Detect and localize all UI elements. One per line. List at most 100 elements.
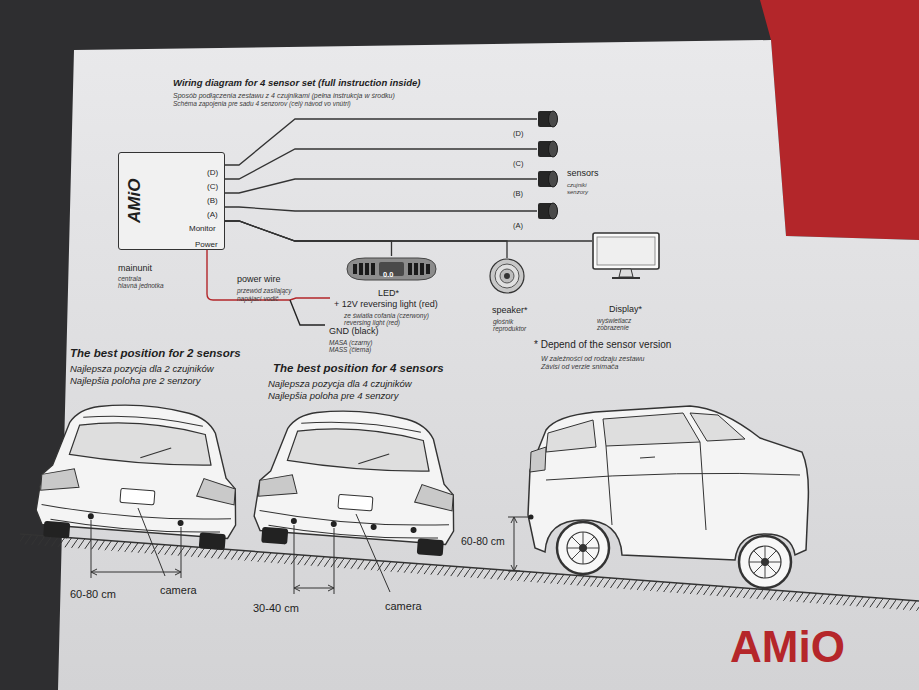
brand-logo-holder: AMiO (125, 179, 145, 223)
display-monitor-shape-part (612, 277, 640, 279)
wire-label-holder: power wire (237, 268, 281, 286)
subtitle-holder: Sposób podłączenia zestawu z 4 czujnikam… (173, 84, 395, 102)
display-monitor-shape (592, 232, 660, 280)
main-unit: AMiO(D)(C)(B)(A)MonitorPowermainunitcent… (118, 152, 225, 250)
subtitle-holder: Schéma zapojenia pre sadu 4 senzorov (ce… (173, 92, 351, 110)
section-subheading-holder: Najlepsza pozycja dla 2 czujników (70, 358, 214, 376)
black-ground-wire (290, 300, 325, 325)
parking-sensor-shape-part (549, 141, 558, 157)
footnote-holder: W zależności od rodzaju zestawu (541, 347, 645, 365)
brand-logo: AMiO (730, 622, 845, 671)
diagram-title-holder: Wiring diagram for 4 sensor set (full in… (173, 72, 420, 90)
dimension-holder: 60-80 cm (461, 531, 505, 549)
dimension-holder: 30-40 cm (253, 598, 299, 616)
sensor-letter-holder: (A) (513, 214, 523, 232)
wire (225, 221, 507, 258)
port-label-holder: (B) (207, 189, 218, 207)
parking-sensor-shape-part (549, 111, 558, 127)
callout-label: camera (160, 584, 197, 596)
section-subheading-holder: Najlepsza pozycja dla 4 czujników (268, 373, 412, 391)
footnote: W zależności od rodzaju zestawu (541, 355, 645, 362)
port-label-holder: Monitor (189, 217, 216, 235)
sensor-letter-holder: (D) (513, 122, 523, 140)
rear-car-copy (34, 398, 244, 551)
side-view-car-part (579, 544, 587, 552)
side-view-car-part (739, 536, 791, 588)
sensor-letter: (C) (513, 159, 523, 168)
wire-label: napájací vodič (237, 295, 279, 302)
parking-sensor-shape (537, 138, 559, 160)
speaker-shape-part (500, 269, 514, 283)
diagram-title: Wiring diagram for 4 sensor set (full in… (173, 77, 420, 88)
port-label-holder: (C) (207, 175, 218, 193)
led-display-shape-part (359, 263, 363, 275)
footnote: * Depend of the sensor version (534, 339, 671, 350)
display-monitor-shape-part (597, 237, 655, 265)
side-view-car-part (529, 515, 534, 520)
port-label-holder: Power (195, 233, 218, 251)
led-display-shape-part (365, 263, 369, 275)
parking-sensor: (A) (537, 200, 559, 222)
section-subheading-holder: Najlepšia poloha pre 2 senzory (70, 370, 200, 388)
side-view-car-part (530, 447, 546, 472)
dimension: 60-80 cm (70, 588, 116, 600)
device-label-holder: reproduktor (493, 317, 526, 335)
group-label-holder: senzory (567, 180, 588, 198)
red-box-side (760, 0, 919, 240)
group-label: czujniki (567, 182, 587, 188)
group-label: sensors (567, 168, 599, 178)
sensor-dot (88, 513, 94, 519)
sensor-letter: (B) (513, 189, 523, 198)
sensor-letter-holder: (B) (513, 182, 523, 200)
speaker-shape-part (495, 264, 519, 288)
parking-sensor: (D) (537, 108, 559, 130)
display-monitor: Display*wyświetlaczzobrazenie (592, 232, 660, 280)
subtitle: Sposób podłączenia zestawu z 4 czujnikam… (173, 92, 395, 99)
sensor-dot (291, 518, 297, 524)
callout-label-holder: camera (385, 596, 422, 614)
dimension-holder: 60-80 cm (70, 584, 116, 602)
side-view-car-part (690, 413, 745, 441)
parking-sensor-shape (537, 200, 559, 222)
section-subheading: Najlepšia poloha pre 2 senzory (70, 375, 200, 386)
dimension-lines (91, 508, 528, 594)
speaker: speaker*głośnikreproduktor (489, 258, 525, 294)
led-display-shape-part (426, 264, 430, 274)
side-view-car-part (567, 532, 599, 564)
wire-label-holder: przewód zasilający (237, 279, 292, 297)
parking-sensor: (C) (537, 138, 559, 160)
wire-label: ze światła cofania (czerwony) (344, 312, 429, 319)
side-view-car-part (546, 420, 596, 452)
wire (225, 207, 537, 211)
sensor-dot (177, 520, 183, 526)
device-label-holder: LED* (378, 282, 399, 300)
parking-sensor-shape (537, 168, 559, 190)
led-display-shape-part (347, 258, 436, 280)
sensor-letter: (A) (513, 221, 523, 230)
parking-sensor-shape-part (549, 203, 558, 219)
display-monitor-shape-part (619, 269, 633, 277)
footnote-holder: Závisí od verzie snímača (541, 355, 618, 373)
wire-label-holder: GND (black) (329, 320, 379, 338)
dimension-lines-part (356, 514, 390, 592)
brand-logo-holder: AMiO (730, 622, 845, 673)
wire-label: MASA (czarny) (329, 339, 372, 346)
side-view-car-part (546, 442, 800, 530)
section-subheading-holder: Najlepšia poloha pre 4 senzory (268, 385, 398, 403)
dimension-lines-part (91, 569, 181, 575)
car-two-sensors (34, 398, 244, 551)
parking-sensor: (B) (537, 168, 559, 190)
section-subheading: Najlepsza pozycja dla 4 czujników (268, 378, 412, 389)
led-display-shape-part (414, 263, 418, 275)
wire-label-holder: napájací vodič (237, 287, 279, 305)
device-label: reproduktor (493, 325, 526, 332)
display-monitor-shape-part (593, 233, 659, 269)
port-label-holder: (A) (207, 203, 218, 221)
car-four-sensors (252, 404, 462, 557)
dimension-lines-part (294, 525, 334, 594)
speaker-shape-part (504, 273, 510, 279)
unit-caption-holder: hlavná jednotka (118, 274, 164, 292)
group-label-holder: sensors (567, 162, 599, 180)
